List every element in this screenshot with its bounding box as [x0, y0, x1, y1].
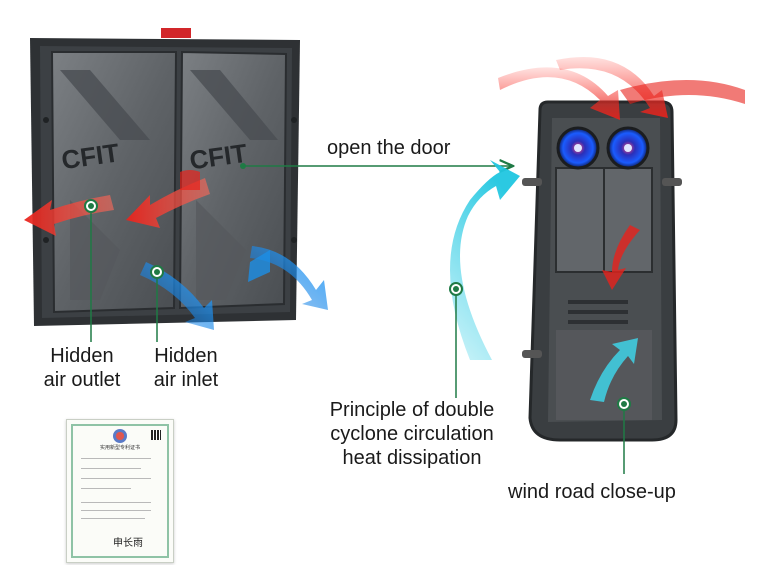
connector-dot — [84, 199, 98, 342]
connector-dot — [617, 397, 631, 474]
patent-certificate-image: 实用新型专利证书 申长雨 — [66, 419, 174, 563]
hidden-air-inlet-line1: Hidden — [154, 345, 218, 367]
wind-road-label: wind road close-up — [508, 481, 676, 503]
certificate-title: 实用新型专利证书 — [99, 445, 140, 451]
hidden-air-outlet-label: Hidden air outlet — [30, 344, 134, 392]
connector-dot — [150, 265, 164, 342]
cyclone-fan — [606, 126, 650, 170]
hidden-air-inlet-label: Hidden air inlet — [136, 344, 236, 392]
cool-air-arrow — [590, 338, 638, 402]
certificate-border — [71, 424, 169, 558]
cyan-cyclone-arrow — [450, 160, 520, 360]
certificate-signature: 申长雨 — [113, 538, 143, 549]
principle-label: Principle of double cyclone circulation … — [304, 398, 520, 470]
cool-air-arrow — [140, 246, 328, 330]
cyclone-fan — [556, 126, 600, 170]
certificate-seal-icon — [113, 429, 127, 443]
led-cabinet — [30, 28, 300, 326]
hot-air-arrow — [498, 56, 745, 290]
hidden-air-outlet-line2: air outlet — [43, 369, 121, 391]
open-door-label: open the door — [327, 137, 451, 159]
principle-line1: Principle of double — [329, 399, 495, 421]
hidden-air-inlet-line2: air inlet — [153, 369, 219, 391]
qr-code-icon — [151, 430, 161, 440]
open-door-arrow — [240, 163, 513, 169]
hidden-air-outlet-line1: Hidden — [50, 345, 114, 367]
connector-dot — [449, 282, 463, 398]
principle-line3: heat dissipation — [342, 447, 482, 469]
principle-line2: cyclone circulation — [330, 423, 494, 445]
